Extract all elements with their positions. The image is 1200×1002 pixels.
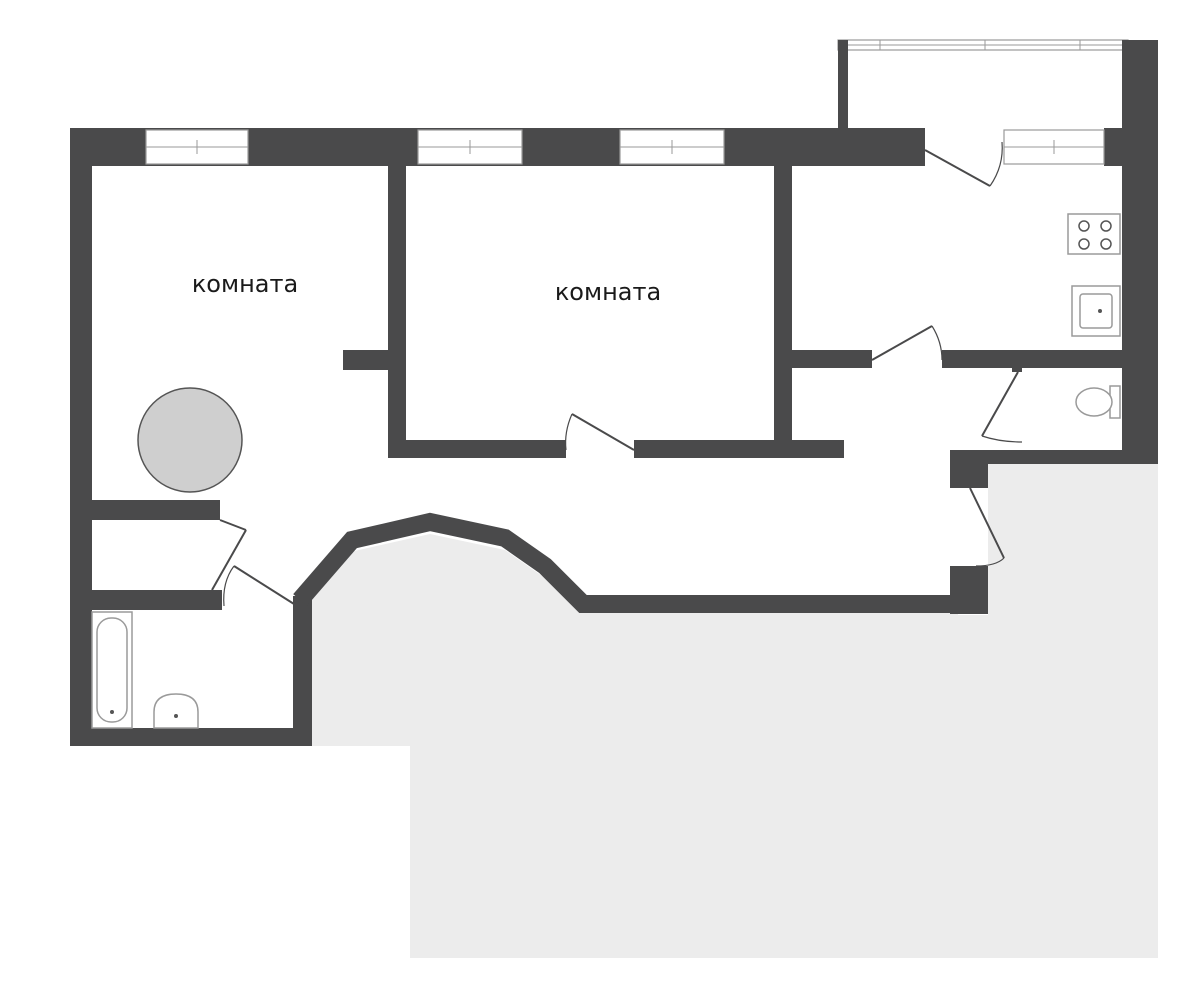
door-icon	[565, 413, 635, 451]
door-icon	[211, 519, 247, 591]
window-icon	[1003, 129, 1105, 165]
window-icon	[619, 129, 725, 165]
windows	[145, 129, 1105, 165]
round-table-icon	[137, 387, 243, 493]
kitchen-fixtures	[1067, 213, 1121, 337]
door-icon	[871, 325, 943, 361]
walls	[70, 40, 1158, 746]
door-icon	[223, 565, 295, 607]
balcony	[837, 39, 1129, 132]
toilet-fixtures	[1075, 385, 1121, 419]
washbasin-icon	[153, 693, 199, 729]
doors	[211, 141, 1023, 607]
bathroom-fixtures	[91, 611, 199, 729]
door-icon	[924, 141, 1003, 187]
outside-area	[312, 464, 1158, 958]
room-middle-label: комната	[555, 278, 661, 306]
sink-icon	[1071, 285, 1121, 337]
window-icon	[145, 129, 249, 165]
window-icon	[417, 129, 523, 165]
door-icon	[981, 371, 1023, 443]
room-left-label: комната	[192, 270, 298, 298]
bathtub-icon	[91, 611, 133, 729]
toilet-icon	[1075, 385, 1121, 419]
stove-icon	[1067, 213, 1121, 255]
door-icon	[969, 487, 1005, 567]
